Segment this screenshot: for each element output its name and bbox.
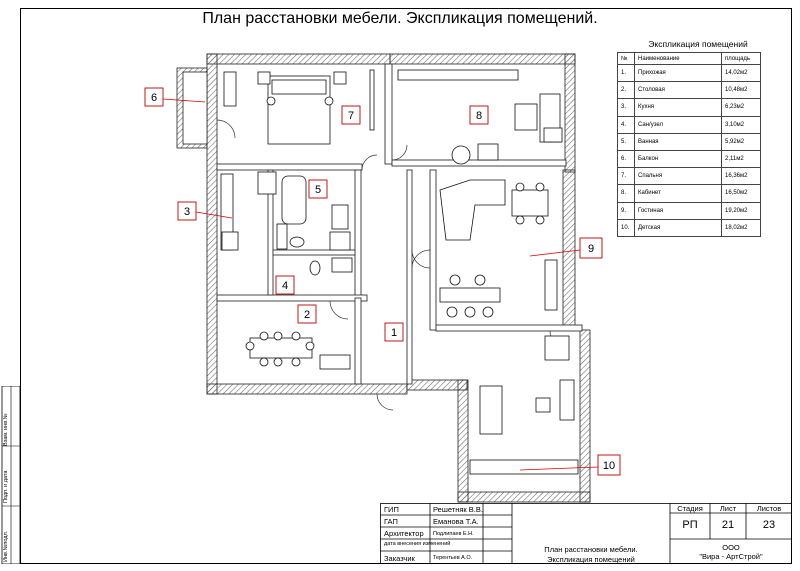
role-gap: ГАП (384, 517, 398, 526)
role-customer: Заказчик (384, 554, 415, 563)
room-name: Сан/узел (634, 115, 722, 134)
room-tag-numbers: 1 2 3 4 5 6 7 8 9 10 (151, 92, 615, 472)
name-architect: Подлипаев Е.Н. (433, 531, 474, 537)
header-area: площадь (721, 52, 761, 65)
sheets-label: Листов (756, 504, 782, 513)
stamp-replacement-inv: Взам. инв.№ (3, 413, 9, 446)
org-line-2: "Вира - АртСтрой" (699, 552, 763, 561)
room-area: 10,48м2 (721, 81, 761, 100)
drawing-title: План расстановки мебели. Экспликация пом… (202, 10, 598, 27)
sheets-value: 23 (762, 519, 776, 531)
role-architect: Архитектор (384, 529, 424, 538)
room-tag-4: 4 (282, 280, 288, 292)
row-number: 10. (617, 218, 635, 237)
row-number: 2. (617, 81, 635, 100)
room-area: 16,36м2 (721, 167, 761, 186)
room-tag-8: 8 (476, 110, 482, 122)
room-area: 2,11м2 (721, 149, 761, 169)
room-tag-7: 7 (348, 110, 354, 122)
row-number: 3. (617, 98, 635, 117)
row-number: 5. (617, 132, 635, 151)
row-number: 7. (617, 167, 635, 186)
room-name: Кухня (634, 98, 722, 117)
header-name: Наименование (634, 52, 722, 65)
name-gap: Еманова Т.А. (433, 517, 479, 526)
table-header-row: № Наименование площадь (617, 52, 761, 65)
room-area: 6,23м2 (721, 98, 761, 117)
title-block-grid (380, 503, 792, 564)
room-name: Детская (634, 218, 722, 237)
room-tag-2: 2 (304, 309, 310, 321)
room-tag-5: 5 (315, 184, 321, 196)
sheet-title-line-1: План расстановки мебели. (544, 545, 638, 554)
legend-caption: Экспликация помещений (648, 39, 748, 49)
name-gip: Решетняк В.В. (433, 505, 483, 514)
room-name: Гостиная (634, 201, 722, 220)
room-name: Спальня (634, 167, 722, 186)
room-name: Кабинет (634, 184, 722, 203)
role-gip: ГИП (384, 505, 399, 514)
room-name: Балкон (634, 149, 722, 169)
row-number: 6. (617, 149, 635, 169)
room-tag-3: 3 (184, 206, 190, 218)
org-line-1: ООО (722, 543, 740, 552)
row-number: 4. (617, 115, 635, 134)
stamp-original-inv: Инв.№подл. (3, 530, 9, 562)
sheet-value: 21 (721, 519, 735, 531)
sheet-label: Лист (719, 504, 737, 513)
room-area: 3,10м2 (721, 115, 761, 134)
room-name: Столовая (634, 81, 722, 100)
room-area: 19,20м2 (721, 201, 761, 220)
room-area: 18,02м2 (721, 218, 761, 237)
change-date-note: дата внесения изменений (384, 541, 451, 547)
room-area: 16,50м2 (721, 184, 761, 203)
stage-value: РП (682, 519, 698, 531)
header-number: № (617, 52, 635, 65)
row-number: 1. (617, 63, 635, 83)
stage-label: Стадия (677, 504, 703, 513)
furniture (220, 69, 579, 475)
row-number: 9. (617, 201, 635, 220)
sheet-title-line-2: Экспликация помещений (547, 555, 635, 564)
room-tag-9: 9 (588, 243, 594, 255)
room-area: 5,92м2 (721, 132, 761, 151)
room-tag-6: 6 (151, 92, 157, 104)
side-stamp (1, 386, 21, 564)
exterior-walls (206, 53, 591, 503)
room-tag-1: 1 (391, 327, 397, 339)
row-number: 8. (617, 184, 635, 203)
balcony (176, 67, 208, 149)
name-customer: Терентьев А.О. (433, 555, 473, 561)
room-tag-10: 10 (603, 460, 615, 472)
stamp-signature-date: Подп. и дата (3, 470, 9, 503)
room-tags (144, 87, 621, 476)
room-area: 14,02м2 (721, 63, 761, 83)
room-name: Прихожая (634, 63, 722, 83)
interior-walls (216, 63, 583, 385)
room-tag-leaders (162, 98, 599, 471)
room-name: Ванная (634, 132, 722, 151)
